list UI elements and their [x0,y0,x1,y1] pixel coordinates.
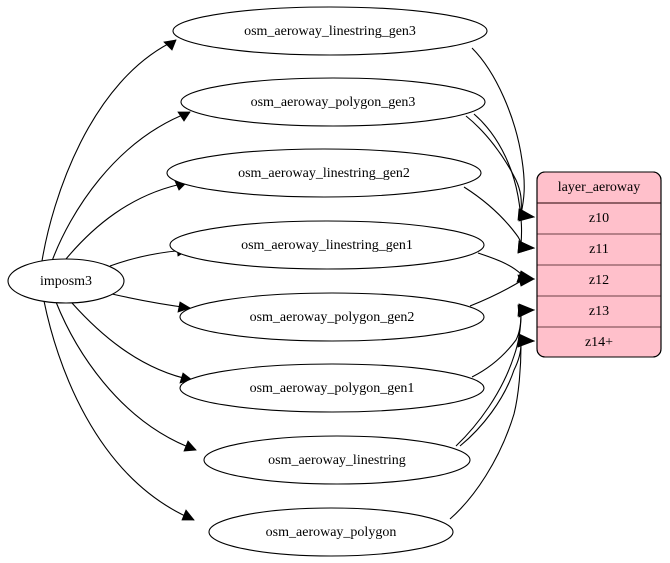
node-polygon-gen3-shape [180,77,486,127]
node-osm-aeroway-linestring-gen1[interactable]: osm_aeroway_linestring_gen1 [169,220,485,270]
layer-aeroway-row-z10[interactable]: z10 [537,211,661,235]
node-osm-aeroway-polygon-gen1[interactable]: osm_aeroway_polygon_gen1 [179,363,485,413]
layer-aeroway-row-z13[interactable]: z13 [537,304,661,328]
node-polygon-gen1-label: osm_aeroway_polygon_gen1 [250,381,415,396]
edge-imposm3-to-linestring [55,301,197,452]
layer-aeroway-row-z12[interactable]: z12 [537,273,661,297]
edge-imposm3-to-linestring-gen2 [65,180,187,260]
edge-linestring-to-z13 [455,303,536,447]
layer-aeroway-row-z14plus-label: z14+ [585,335,613,350]
layer-aeroway-table[interactable]: layer_aeroway z10 z11 z12 z13 z14+ [536,171,662,358]
layer-aeroway-header-label: layer_aeroway [558,180,640,195]
edge-polygon-gen3-to-z10 [465,115,536,221]
layer-aeroway-row-header: layer_aeroway [537,180,661,204]
layer-aeroway-row-z13-label: z13 [589,304,609,319]
node-linestring-gen3-label: osm_aeroway_linestring_gen3 [244,24,416,39]
layer-aeroway-row-z14plus[interactable]: z14+ [585,335,613,350]
layer-aeroway-table-outline [536,171,662,358]
node-polygon-gen1-shape [179,363,485,413]
layer-aeroway-row-z12-label: z12 [589,273,609,288]
edge-imposm3-to-linestring-gen3 [41,39,177,262]
edge-polygon-to-z14 [449,334,536,520]
node-imposm3-label: imposm3 [40,274,92,289]
node-osm-aeroway-polygon-gen3[interactable]: osm_aeroway_polygon_gen3 [180,77,486,127]
node-osm-aeroway-linestring-gen3[interactable]: osm_aeroway_linestring_gen3 [172,6,488,56]
node-polygon-shape [208,507,454,557]
node-osm-aeroway-linestring[interactable]: osm_aeroway_linestring [203,435,471,485]
node-polygon-gen2-shape [179,292,485,342]
node-polygon-gen3-label: osm_aeroway_polygon_gen3 [251,95,416,110]
edge-polygon-gen2-to-z12 [469,274,536,307]
layer-aeroway-row-z10-label: z10 [589,211,609,226]
edge-linestring-gen2-to-z11 [463,186,536,254]
node-osm-aeroway-linestring-gen2[interactable]: osm_aeroway_linestring_gen2 [166,148,482,198]
edge-imposm3-to-polygon-gen2 [111,293,191,313]
layer-aeroway-row-z11-label: z11 [589,242,609,257]
edge-group-tables-to-layer [449,47,536,520]
node-osm-aeroway-polygon-gen2[interactable]: osm_aeroway_polygon_gen2 [179,292,485,342]
node-linestring-gen1-label: osm_aeroway_linestring_gen1 [241,238,413,253]
edge-imposm3-to-polygon [43,300,195,521]
edge-linestring-gen3-to-z10 [471,47,536,222]
node-linestring-gen3-shape [172,6,488,56]
node-osm-aeroway-polygon[interactable]: osm_aeroway_polygon [208,507,454,557]
node-linestring-gen1-shape [169,220,485,270]
node-linestring-gen2-label: osm_aeroway_linestring_gen2 [238,166,410,181]
layer-aeroway-row-z11[interactable]: z11 [537,242,661,266]
edge-imposm3-to-polygon-gen1 [71,302,193,384]
node-imposm3-shape [7,258,125,304]
node-linestring-gen2-shape [166,148,482,198]
node-polygon-label: osm_aeroway_polygon [266,525,397,540]
edge-polygon-gen3-to-z11 [473,113,536,254]
node-linestring-label: osm_aeroway_linestring [268,453,406,468]
edge-imposm3-to-polygon-gen3 [51,111,191,262]
node-linestring-shape [203,435,471,485]
node-imposm3[interactable]: imposm3 [7,258,125,304]
node-polygon-gen2-label: osm_aeroway_polygon_gen2 [250,310,415,325]
